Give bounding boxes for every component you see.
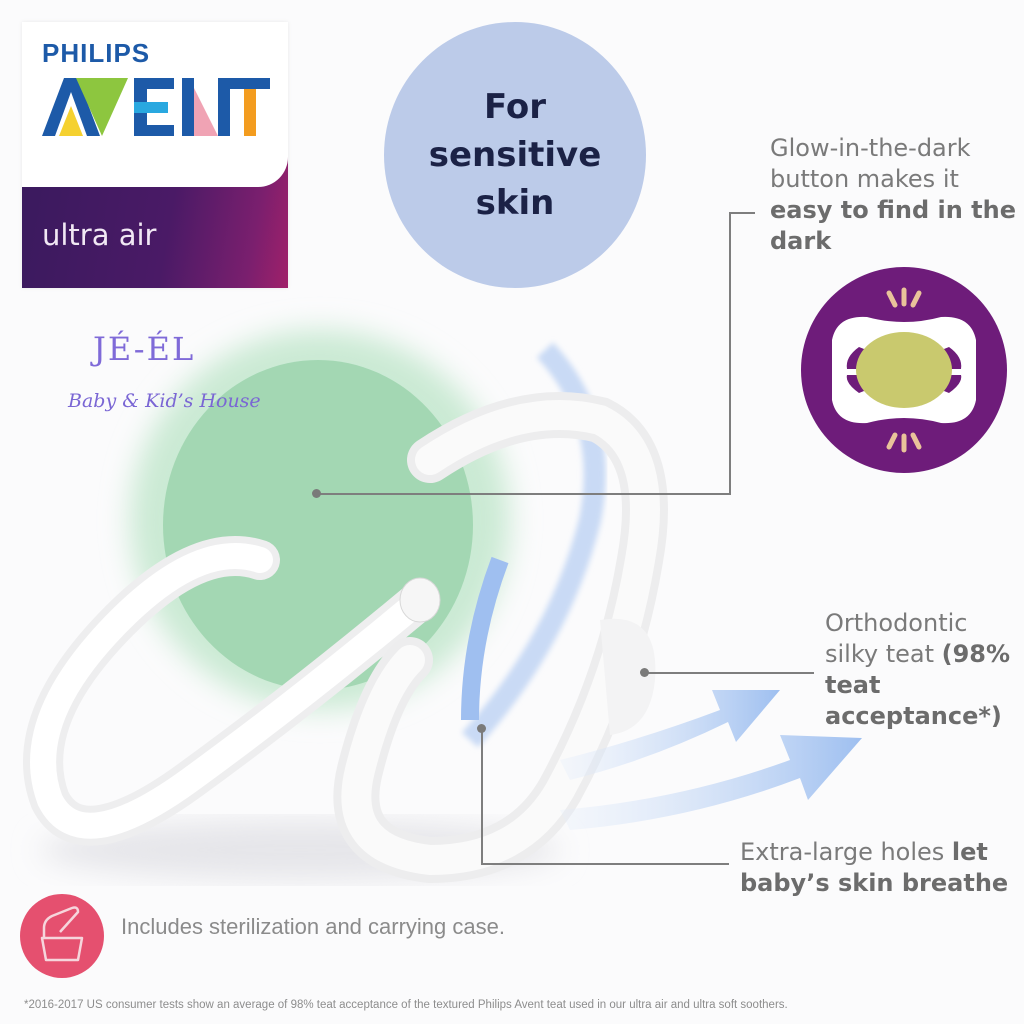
callout-line-glow-h1 bbox=[318, 493, 730, 495]
footnote: *2016-2017 US consumer tests show an ave… bbox=[24, 999, 788, 1011]
callout-glow-in-dark: Glow-in-the-dark button makes it easy to… bbox=[770, 133, 1020, 257]
callout-teat-bold: (98% teat acceptance*) bbox=[825, 640, 1011, 730]
philips-avent-logo: PHILIPS ultra air bbox=[22, 22, 288, 288]
callout-dot-glow bbox=[312, 489, 321, 498]
sterilizer-case-icon bbox=[20, 894, 104, 978]
badge-line-2: sensitive bbox=[428, 135, 602, 175]
callout-line-teat bbox=[646, 672, 814, 674]
callout-holes-normal: Extra-large holes bbox=[740, 838, 952, 866]
philips-wordmark: PHILIPS bbox=[42, 38, 151, 68]
case-feature-text: Includes sterilization and carrying case… bbox=[121, 914, 505, 939]
product-variant-label: ultra air bbox=[42, 218, 157, 252]
callout-line-glow-v bbox=[729, 212, 731, 495]
callout-orthodontic-teat: Orthodontic silky teat (98% teat accepta… bbox=[825, 608, 1020, 732]
callout-glow-bold: easy to find in the dark bbox=[770, 196, 1016, 255]
callout-holes-bold: let baby’s skin breathe bbox=[740, 838, 1009, 897]
badge-line-1: For bbox=[484, 87, 546, 127]
logo-white-panel: PHILIPS bbox=[22, 22, 288, 187]
callout-large-holes: Extra-large holes let baby’s skin breath… bbox=[740, 837, 1024, 899]
callout-teat-normal: Orthodontic silky teat bbox=[825, 609, 968, 668]
glow-in-dark-button-icon bbox=[801, 267, 1007, 473]
badge-line-3: skin bbox=[475, 183, 555, 223]
watermark-title: JÉ-ÉL bbox=[93, 330, 196, 368]
avent-wordmark bbox=[42, 78, 270, 136]
callout-line-holes-v bbox=[481, 730, 483, 864]
watermark-subtitle: Baby & Kid’s House bbox=[68, 390, 261, 412]
callout-dot-holes bbox=[477, 724, 486, 733]
callout-dot-teat bbox=[640, 668, 649, 677]
callout-glow-normal: Glow-in-the-dark button makes it bbox=[770, 134, 971, 193]
callout-line-glow-h2 bbox=[729, 212, 755, 214]
callout-line-holes-h bbox=[481, 863, 729, 865]
sensitive-skin-badge: For sensitive skin bbox=[384, 22, 646, 288]
pacifier-illustration bbox=[23, 330, 862, 884]
